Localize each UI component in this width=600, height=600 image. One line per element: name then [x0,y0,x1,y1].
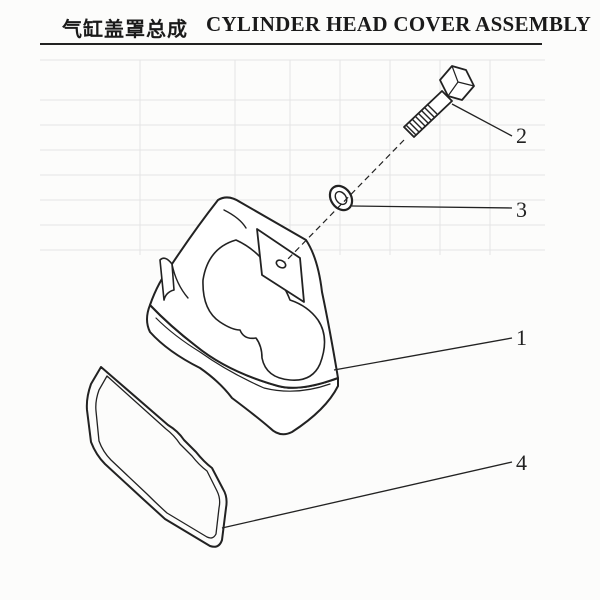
header: 气缸盖罩总成 CYLINDER HEAD COVER ASSEMBLY [0,0,600,46]
assembly-centerline [284,139,405,263]
bolt-part [403,65,475,138]
title-english: CYLINDER HEAD COVER ASSEMBLY [206,12,592,36]
callout-label-2: 2 [516,123,527,148]
leader-line-2 [451,103,513,137]
callout-label-4: 4 [516,450,527,475]
bolt-thread [405,103,438,136]
gasket-part [85,366,228,548]
washer-part [328,184,354,212]
callout-label-1: 1 [516,325,527,350]
leader-lines [221,103,513,529]
cylinder-head-cover-part [146,196,339,436]
leader-line-1 [333,337,513,371]
leader-line-4 [221,461,513,529]
leader-line-3 [351,205,513,209]
callout-label-3: 3 [516,197,527,222]
title-chinese: 气缸盖罩总成 [62,17,188,41]
title-underline [40,43,542,45]
